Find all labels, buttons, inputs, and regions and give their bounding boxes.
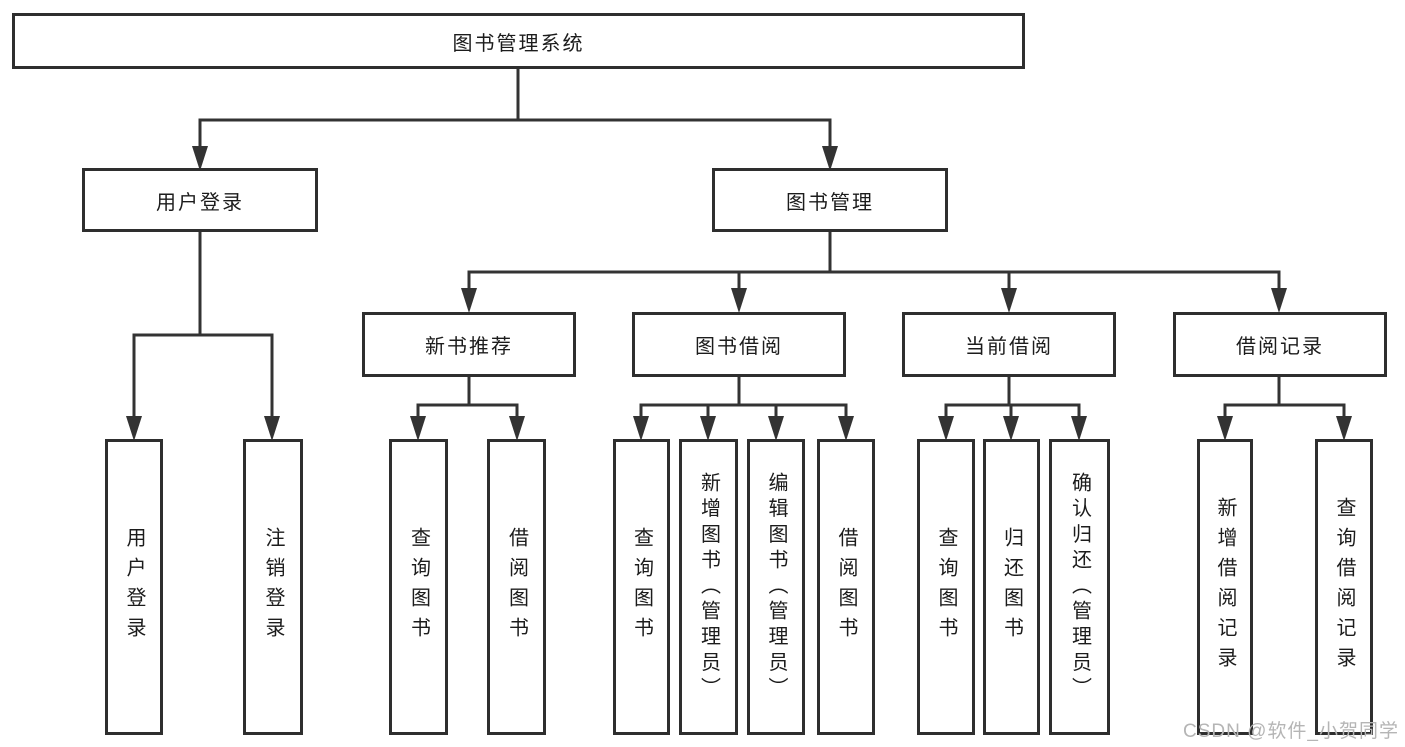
leaf-query-books-current: 查询图书 <box>917 439 975 735</box>
leaf-label: 归还图书 <box>1000 527 1023 647</box>
node-label: 图书借阅 <box>695 336 783 358</box>
csdn-watermark: CSDN @软件_小贺同学 <box>1183 721 1399 742</box>
leaf-query-books-recommend: 查询图书 <box>389 439 448 735</box>
leaf-label: 查询图书 <box>935 527 957 647</box>
leaf-borrow-books-recommend: 借阅图书 <box>487 439 546 735</box>
leaf-borrow-books: 借阅图书 <box>817 439 875 735</box>
leaf-label: 借阅图书 <box>505 527 528 647</box>
node-label: 当前借阅 <box>965 336 1053 358</box>
leaf-label: 用户登录 <box>123 527 145 647</box>
leaf-label: 编辑图书（管理员） <box>765 471 787 703</box>
node-label: 新书推荐 <box>425 336 513 358</box>
node-current-borrowing: 当前借阅 <box>902 312 1116 377</box>
leaf-label: 注销登录 <box>262 527 284 647</box>
leaf-return-books: 归还图书 <box>983 439 1040 735</box>
arrowheads <box>126 146 1352 441</box>
leaf-add-borrow-record: 新增借阅记录 <box>1197 439 1253 735</box>
leaf-add-books-admin: 新增图书（管理员） <box>679 439 738 735</box>
node-new-book-recommendation: 新书推荐 <box>362 312 576 377</box>
leaf-confirm-return-admin: 确认归还（管理员） <box>1049 439 1110 735</box>
leaf-query-borrow-record: 查询借阅记录 <box>1315 439 1373 735</box>
node-user-login-group: 用户登录 <box>82 168 318 232</box>
leaf-label: 确认归还（管理员） <box>1068 471 1091 703</box>
leaf-label: 新增图书（管理员） <box>697 471 720 703</box>
leaf-edit-books-admin: 编辑图书（管理员） <box>747 439 805 735</box>
leaf-logout: 注销登录 <box>243 439 303 735</box>
leaf-label: 新增借阅记录 <box>1214 497 1236 677</box>
leaf-query-books-borrow: 查询图书 <box>613 439 670 735</box>
node-label: 图书管理 <box>786 191 874 214</box>
leaf-label: 查询图书 <box>630 527 653 647</box>
node-label: 借阅记录 <box>1236 336 1324 358</box>
node-book-management: 图书管理 <box>712 168 948 232</box>
node-book-borrowing: 图书借阅 <box>632 312 846 377</box>
node-borrowing-records: 借阅记录 <box>1173 312 1387 377</box>
leaf-label: 查询图书 <box>407 527 430 647</box>
node-library-management-system: 图书管理系统 <box>12 13 1025 69</box>
leaf-label: 查询借阅记录 <box>1333 497 1355 677</box>
leaf-user-login: 用户登录 <box>105 439 163 735</box>
node-label: 用户登录 <box>156 191 244 214</box>
node-label: 图书管理系统 <box>452 32 585 55</box>
leaf-label: 借阅图书 <box>835 527 857 647</box>
